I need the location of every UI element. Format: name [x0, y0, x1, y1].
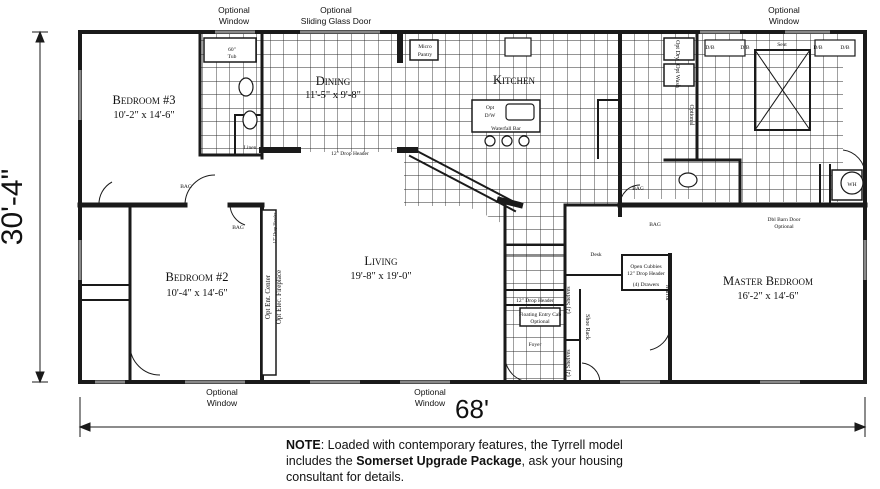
micro-pantry	[409, 39, 439, 61]
shelves-lower-label: (2) Shelves	[565, 349, 572, 377]
waterfall-bar-label: Waterfall Bar	[491, 125, 521, 132]
opt-dw-line1: Opt	[486, 105, 495, 111]
entertainment-center	[261, 209, 277, 376]
mirror-label: Mirror	[664, 285, 670, 301]
barn-optional-label: Optional	[774, 224, 794, 230]
master-toilet	[678, 172, 698, 188]
bath3-toilet	[238, 77, 254, 97]
bedroom3-name: Bedroom #3	[113, 93, 176, 107]
foyer-label: Foyer	[529, 342, 542, 348]
kitchen-angled-tile	[404, 150, 520, 232]
micro-pantry-line2: Pantry	[418, 52, 433, 58]
overall-depth: 30'-4"	[0, 169, 29, 245]
laundry-tile	[622, 34, 697, 199]
drop-header-fireplace: 12" Drop Header	[272, 212, 277, 243]
water-heater	[840, 171, 864, 195]
note-text-1: : Loaded with contemporary features, the…	[286, 438, 623, 468]
living-name: Living	[364, 254, 398, 268]
dining-name: Dining	[316, 74, 351, 88]
master-bath-low-tile	[697, 164, 843, 202]
master-vanity-sink	[704, 39, 746, 57]
overall-width: 68'	[455, 394, 489, 424]
drop-header-dining: 12" Drop Header	[331, 151, 369, 157]
dining-size: 11'-5" x 9'-8"	[305, 90, 361, 101]
db-label-2: D/B	[740, 45, 750, 51]
bag-label-1: BAG	[180, 184, 192, 190]
bedroom3-size: 10'-2" x 14'-6"	[113, 110, 174, 121]
note-package: Somerset Upgrade Package	[356, 454, 522, 468]
opt-wash-label: Opt Wash	[674, 64, 680, 88]
fixtures	[238, 37, 864, 195]
bar-stool	[501, 135, 513, 147]
bottom-window-left-line2: Window	[207, 398, 238, 408]
windows	[78, 30, 867, 384]
master-name: Master Bedroom	[723, 274, 813, 288]
linen-label: Linen	[244, 145, 257, 151]
kitchen-sink	[505, 103, 535, 121]
top-window-right-line1: Optional	[768, 5, 800, 15]
shelves-upper-label: (2) Shelves	[565, 286, 572, 314]
floating-entry-cab	[519, 307, 561, 327]
kitchen-name: Kitchen	[493, 73, 536, 87]
laundry-dry	[663, 37, 695, 61]
db-label-1: D/B	[705, 45, 715, 51]
note-text: NOTE: Loaded with contemporary features,…	[286, 437, 626, 485]
tub-label: Tub	[228, 54, 237, 60]
master-size: 16'-2" x 14'-6"	[737, 291, 798, 302]
bar-stool	[484, 135, 496, 147]
living-size: 19'-8" x 19'-0"	[350, 271, 411, 282]
opt-ent-center-label: Opt Ent. Center	[264, 274, 272, 319]
dimension-lines	[32, 30, 867, 437]
bedroom2-name: Bedroom #2	[166, 270, 229, 284]
drawers-label: (4) Drawers	[633, 281, 659, 288]
walls	[77, 30, 868, 384]
top-window-left-line1: Optional	[218, 5, 250, 15]
bottom-window-mid-line2: Window	[415, 398, 446, 408]
top-sliding-door-line1: Optional	[320, 5, 352, 15]
open-cubbies-label: Open Cubbies	[630, 264, 661, 270]
bag-label-2: BAG	[232, 225, 244, 231]
dining-tile	[262, 34, 404, 152]
wh-label: WH	[847, 182, 856, 188]
bedroom2-size: 10'-4" x 14'-6"	[166, 288, 227, 299]
master-vanity-sink	[814, 39, 856, 57]
laundry-wash	[663, 63, 695, 87]
opt-dw-line2: D/W	[485, 113, 497, 119]
micro-pantry-line1: Micro	[418, 44, 432, 50]
bar-stool	[518, 135, 530, 147]
labels: 30'-4" 68' Optional Window Optional Slid…	[0, 5, 857, 424]
top-window-left-line2: Window	[219, 16, 250, 26]
bag-label-3: BAG	[632, 186, 644, 192]
floating-optional-label: Optional	[530, 319, 550, 325]
desk-label: Desk	[590, 252, 602, 258]
db-label-4: D/B	[840, 45, 850, 51]
bag-label-4: BAG	[649, 222, 661, 228]
shoe-rack-label: Shoe Rack	[584, 314, 590, 340]
optional-vertical-label: Optional	[688, 105, 694, 126]
bottom-window-mid-line1: Optional	[414, 387, 446, 397]
note-text-2: , ask your housing consultant for detail…	[286, 454, 623, 484]
drop-header-cubbies: 12" Drop Header	[627, 271, 665, 277]
dbl-barn-door-label: Dbl Barn Door	[768, 217, 801, 223]
note-prefix: NOTE	[286, 438, 321, 452]
top-sliding-door-line2: Sliding Glass Door	[301, 16, 372, 26]
opt-dry-label: Opt Dry	[674, 40, 680, 60]
range	[504, 37, 532, 57]
db-label-3: D/B	[813, 45, 823, 51]
seat-label: Seat	[777, 42, 787, 48]
top-window-right-line2: Window	[769, 16, 800, 26]
foyer-tile	[505, 205, 565, 381]
drop-header-foyer: 12" Drop Header	[516, 298, 554, 304]
tub	[203, 37, 257, 63]
bath3-sink	[242, 110, 258, 130]
bottom-window-left-line1: Optional	[206, 387, 238, 397]
floating-entry-cab-label: Floating Entry Cab	[519, 312, 561, 318]
doors	[98, 149, 866, 383]
tub-size: 60"	[228, 47, 236, 53]
opt-fireplace-label: Opt Elec. Fireplace	[275, 270, 283, 324]
